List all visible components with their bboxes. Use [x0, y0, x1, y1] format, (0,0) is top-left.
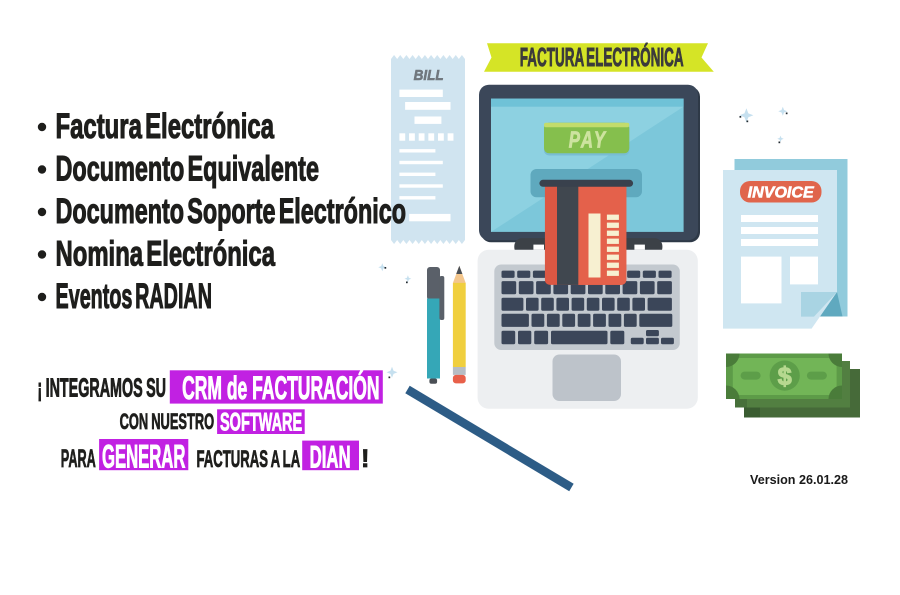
svg-text:FACTURAS A LA: FACTURAS A LA	[197, 447, 301, 473]
svg-text:Nomina Electrónica: Nomina Electrónica	[56, 234, 276, 273]
svg-text:Version 26.01.28: Version 26.01.28	[750, 472, 848, 487]
svg-text:FACTURA ELECTRÓNICA: FACTURA ELECTRÓNICA	[520, 42, 684, 72]
svg-text:Eventos RADIAN: Eventos RADIAN	[56, 277, 213, 316]
svg-text:$: $	[778, 363, 792, 391]
svg-text:SOFTWARE: SOFTWARE	[220, 410, 302, 437]
svg-text:Documento Soporte Electrónico: Documento Soporte Electrónico	[56, 192, 407, 231]
svg-text:Documento Equivalente: Documento Equivalente	[56, 149, 320, 188]
svg-text:Factura Electrónica: Factura Electrónica	[56, 107, 275, 146]
svg-text:INVOICE: INVOICE	[748, 185, 815, 202]
svg-text:CRM de FACTURACIÓN: CRM de FACTURACIÓN	[182, 370, 379, 406]
svg-text:!: !	[361, 445, 369, 473]
svg-text:CON NUESTRO: CON NUESTRO	[120, 409, 215, 434]
svg-text:PARA: PARA	[61, 445, 96, 473]
svg-text:¡ INTEGRAMOS SU: ¡ INTEGRAMOS SU	[37, 373, 166, 403]
svg-text:GENERAR: GENERAR	[102, 439, 185, 475]
svg-text:PAY: PAY	[569, 126, 608, 152]
svg-text:DIAN: DIAN	[310, 439, 351, 475]
svg-text:BILL: BILL	[414, 67, 444, 84]
